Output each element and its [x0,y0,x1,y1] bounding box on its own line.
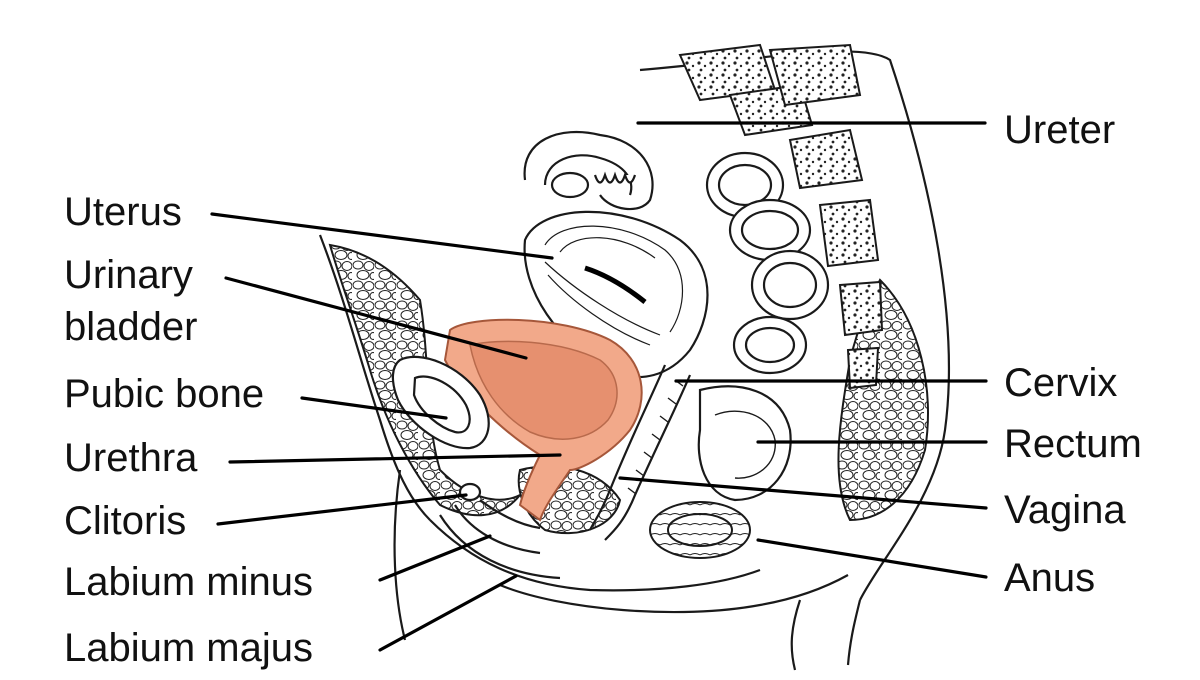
label-urinary-bladder-line2: bladder [64,305,198,349]
label-pubic-bone: Pubic bone [64,372,265,416]
label-cervix: Cervix [1004,361,1118,405]
leader-vagina [618,476,988,510]
ovary-tube [523,130,654,211]
label-vagina: Vagina [1004,488,1126,532]
vagina-canal [589,364,692,541]
label-urethra: Urethra [64,436,198,480]
label-ureter: Ureter [1004,108,1116,152]
label-rectum: Rectum [1004,422,1142,466]
anal-sphincter [649,501,751,559]
intestines [705,151,830,375]
leader-labium-minus [378,534,492,582]
label-clitoris: Clitoris [64,499,187,543]
urinary-bladder-shape [443,318,643,522]
leader-anus [756,538,988,579]
leader-lines [210,121,988,652]
label-anus: Anus [1004,556,1096,600]
label-labium-majus: Labium majus [64,626,314,670]
leader-urethra [228,453,562,464]
rectum-shape [697,385,792,502]
label-urinary-bladder-line1: Urinary [64,253,193,297]
label-uterus: Uterus [64,190,182,234]
posterior-fat [837,278,929,522]
leader-uterus [210,212,554,260]
label-labium-minus: Labium minus [64,560,314,604]
pubic-bone-shape [391,355,490,450]
leader-pubic-bone [300,396,448,420]
leader-labium-majus [378,574,518,652]
leader-urinary-bladder [224,276,528,360]
body-outline [318,50,950,671]
leader-clitoris [216,493,468,526]
